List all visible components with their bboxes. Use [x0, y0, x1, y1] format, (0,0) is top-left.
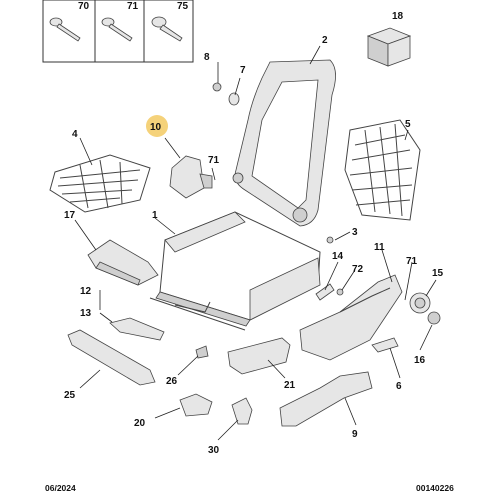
label-12: 12 [80, 286, 92, 297]
part-20-bracket [179, 393, 213, 417]
label-16: 16 [414, 355, 426, 366]
part-10-bracket [169, 155, 213, 199]
part-9-side-trim [279, 371, 373, 427]
part-5-seatback-mesh [344, 119, 421, 221]
label-9: 9 [352, 429, 358, 440]
part-16-cap [427, 311, 441, 325]
label-6: 6 [396, 381, 402, 392]
footer-reference: 00140226 [416, 483, 454, 493]
part-11-side-shield [299, 274, 403, 361]
screw-label-70: 70 [78, 1, 90, 12]
label-15: 15 [432, 268, 444, 279]
part-3-screw [326, 236, 334, 244]
label-1: 1 [152, 210, 158, 221]
part-4-seat-spring [49, 154, 151, 213]
label-72: 72 [352, 264, 364, 275]
part-2-backrest-frame [232, 59, 336, 227]
part-26-clip [195, 345, 209, 359]
label-71-frame: 71 [208, 155, 220, 166]
label-14: 14 [332, 251, 344, 262]
screw-icon [151, 16, 183, 42]
label-20: 20 [134, 418, 146, 429]
leader-lines [74, 45, 437, 441]
screw-icon [49, 17, 81, 42]
part-number-labels: 18 2 8 7 10 4 5 71 1 17 3 11 14 72 71 15… [64, 11, 444, 456]
highlight-circle-10 [146, 115, 168, 137]
label-71-side: 71 [406, 256, 418, 267]
part-25-side-trim [67, 329, 156, 386]
part-72-clip [336, 288, 344, 296]
part-14-clip [315, 283, 335, 301]
part-6-trim [371, 337, 399, 353]
label-7: 7 [240, 65, 246, 76]
part-1-seat-frame [149, 211, 321, 331]
part-8-nut [212, 82, 222, 92]
label-2: 2 [322, 35, 328, 46]
footer-date: 06/2024 [45, 483, 76, 493]
label-4: 4 [72, 129, 78, 140]
label-8: 8 [204, 52, 210, 63]
label-5: 5 [405, 119, 411, 130]
screw-box: 70 71 75 [42, 0, 194, 63]
part-18-block [366, 27, 412, 67]
label-30: 30 [208, 445, 220, 456]
part-15-knob [409, 292, 431, 314]
screw-icon [101, 17, 133, 42]
part-7-spacer [228, 92, 240, 106]
label-25: 25 [64, 390, 76, 401]
label-10: 10 [150, 122, 162, 133]
label-17: 17 [64, 210, 76, 221]
screw-label-71: 71 [127, 1, 139, 12]
part-13-pad [109, 317, 165, 341]
label-26: 26 [166, 376, 178, 387]
label-11: 11 [374, 242, 385, 253]
label-13: 13 [80, 308, 92, 319]
label-3: 3 [352, 227, 358, 238]
part-17-seat-pan [87, 239, 159, 286]
label-18: 18 [392, 11, 404, 22]
part-30-bracket [231, 397, 253, 425]
screw-label-75: 75 [177, 1, 189, 12]
label-21: 21 [284, 380, 296, 391]
part-21-bracket [227, 337, 291, 375]
